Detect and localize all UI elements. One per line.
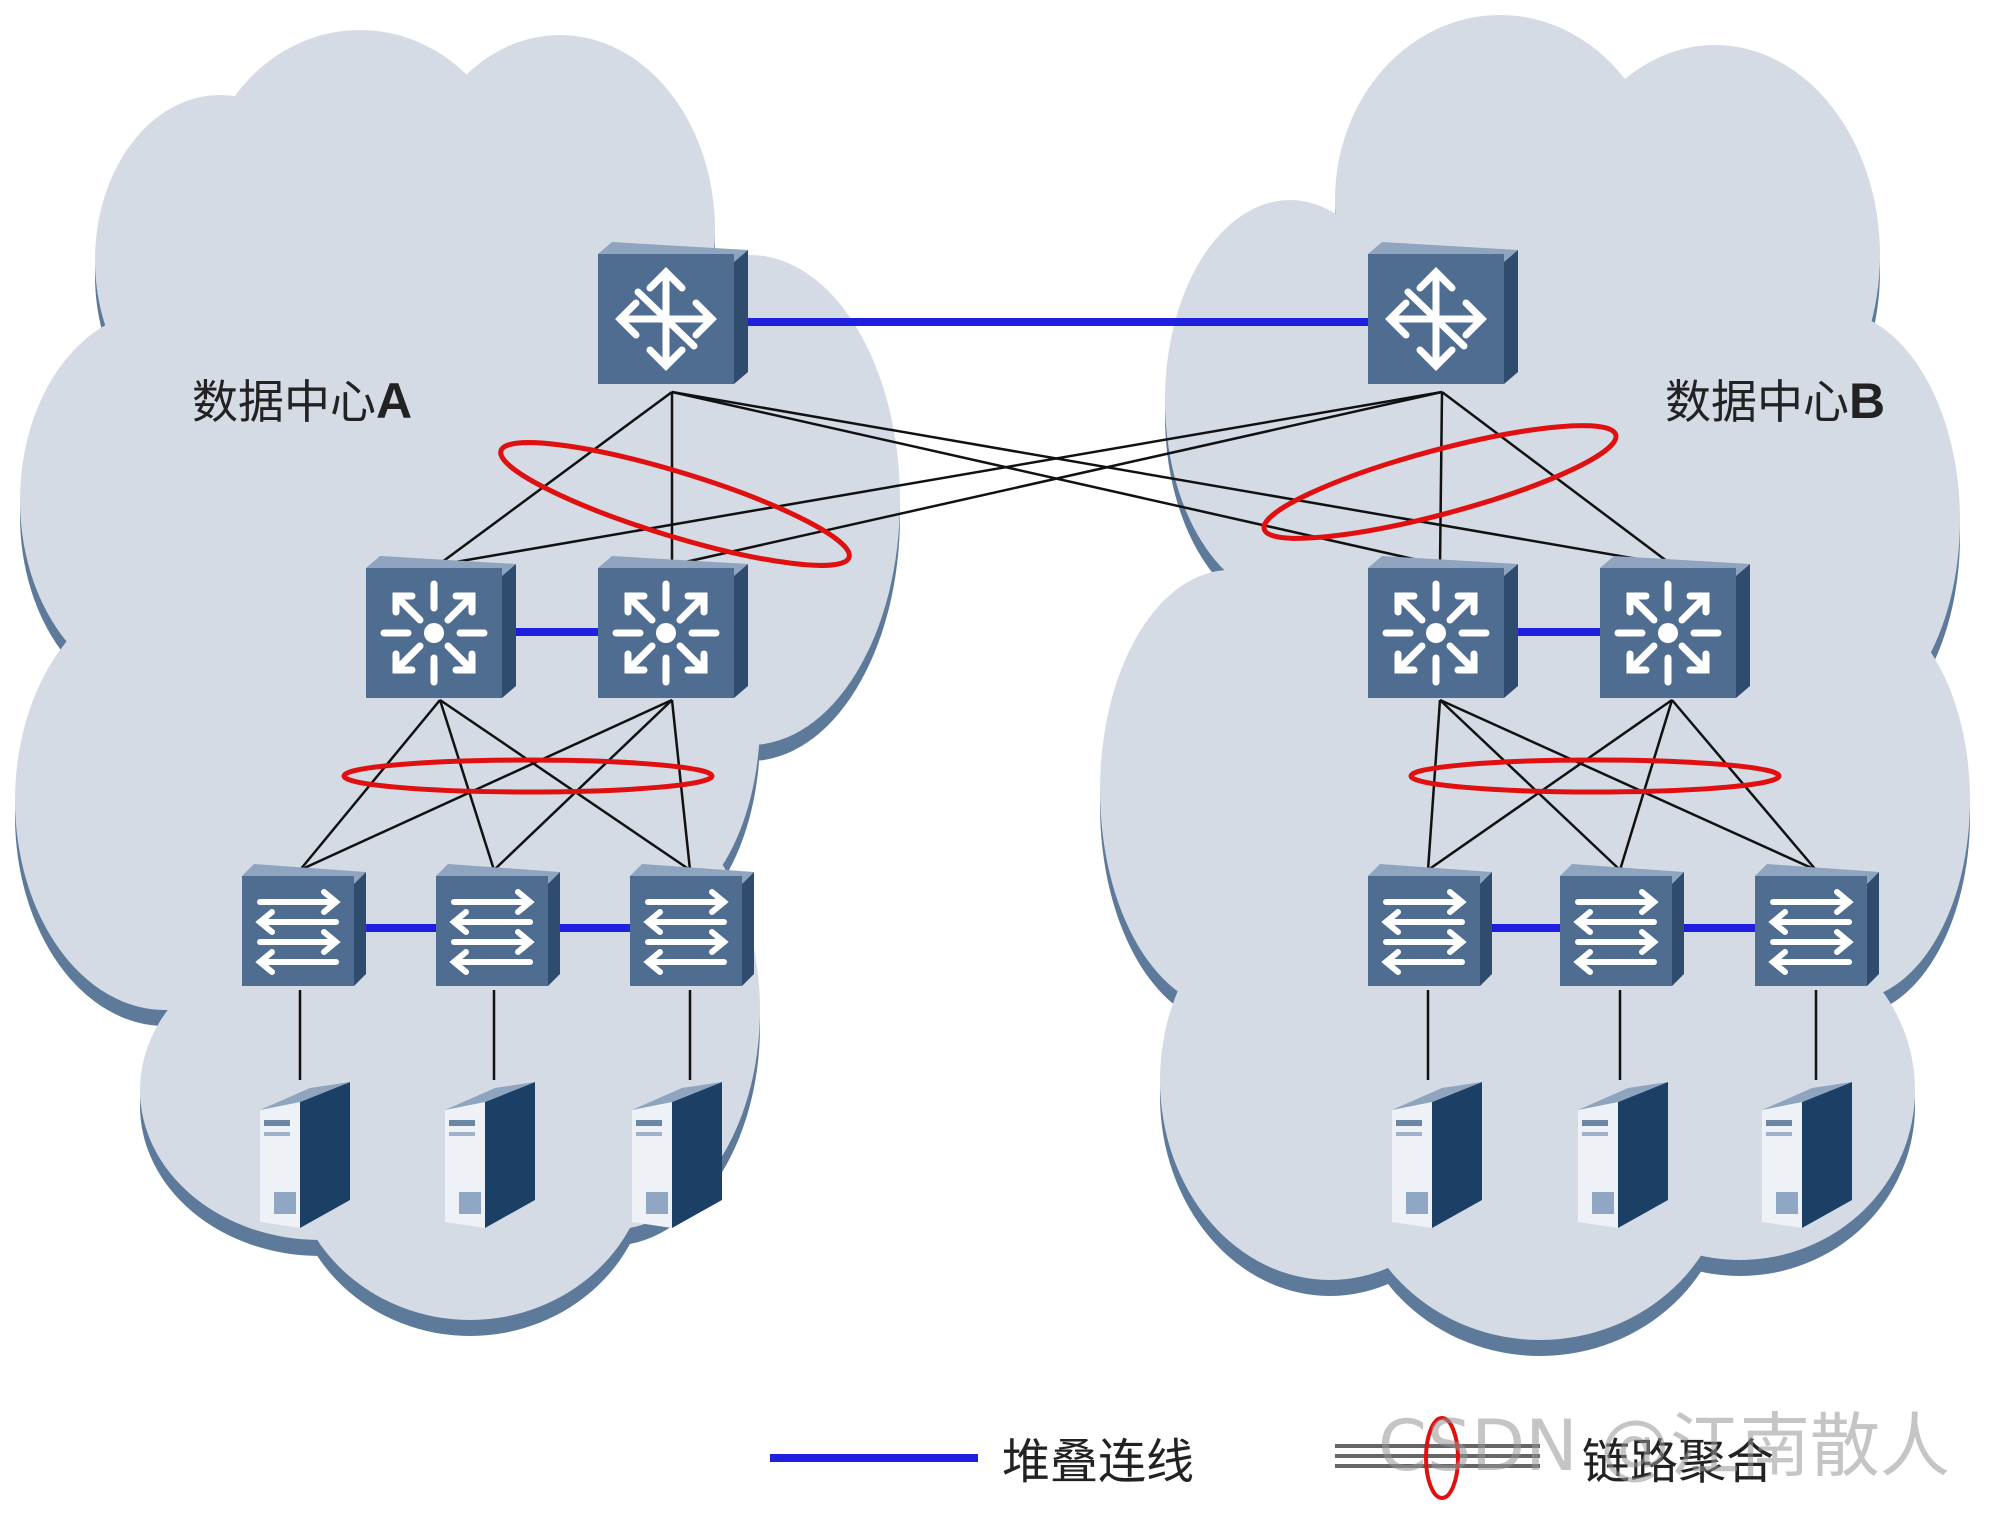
legend-aggregation-label: 链路聚合 <box>1582 1434 1774 1490</box>
access-switch-icon <box>630 864 754 986</box>
watermark: CSDN @江南散人 <box>1378 1405 1950 1487</box>
access-switch-b2[interactable] <box>1560 864 1684 986</box>
legend-aggregation-swatch <box>1335 1416 1540 1500</box>
access-switch-a1[interactable] <box>242 864 366 986</box>
router-icon <box>598 242 748 384</box>
core-switch-a1[interactable] <box>366 556 516 698</box>
core-switch-icon <box>1368 556 1518 698</box>
core-switch-icon <box>366 556 516 698</box>
core-switch-icon <box>1600 556 1750 698</box>
core-switch-a2[interactable] <box>598 556 748 698</box>
access-switch-b3[interactable] <box>1755 864 1879 986</box>
access-switch-icon <box>1368 864 1492 986</box>
link-aggregation-rings <box>341 423 1782 795</box>
legend-stack-link-label: 堆叠连线 <box>1002 1434 1194 1490</box>
datacenter-b-label: 数据中心B <box>1665 373 1885 429</box>
core-switch-b2[interactable] <box>1600 556 1750 698</box>
access-switch-a3[interactable] <box>630 864 754 986</box>
core-switch-b1[interactable] <box>1368 556 1518 698</box>
access-switch-icon <box>1560 864 1684 986</box>
router-a[interactable] <box>598 242 748 384</box>
stack-links <box>360 318 1755 932</box>
core-switch-icon <box>598 556 748 698</box>
router-icon <box>1368 242 1518 384</box>
access-switch-icon <box>436 864 560 986</box>
datacenter-a-label: 数据中心A <box>192 373 412 429</box>
legend: 堆叠连线 链路聚合 <box>770 1416 1774 1500</box>
access-switch-b1[interactable] <box>1368 864 1492 986</box>
access-switch-a2[interactable] <box>436 864 560 986</box>
router-b[interactable] <box>1368 242 1518 384</box>
access-switch-icon <box>1755 864 1879 986</box>
access-switch-icon <box>242 864 366 986</box>
